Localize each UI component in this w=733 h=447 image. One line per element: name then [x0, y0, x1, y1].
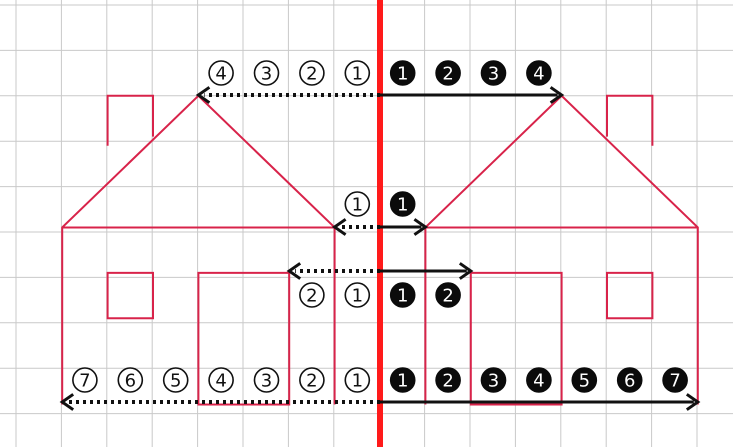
step-filled-base-1-digit: 1: [397, 371, 408, 392]
step-filled-roof-peak-1: 1❶: [391, 61, 415, 85]
step-filled-door-edge-1: 1❶: [391, 283, 415, 307]
step-open-base-7: 7⑦: [73, 368, 97, 392]
step-open-base-2: 2②: [300, 368, 324, 392]
step-open-base-6: 6⑥: [118, 368, 142, 392]
step-open-base-2-digit: 2: [306, 371, 317, 392]
step-filled-roof-peak-3-digit: 3: [488, 64, 499, 85]
step-filled-base-1: 1❶: [391, 368, 415, 392]
step-filled-roof-peak-4: 4❹: [527, 61, 551, 85]
step-open-wall-corner-1-digit: 1: [352, 195, 363, 216]
step-filled-base-4: 4❹: [527, 368, 551, 392]
step-filled-roof-peak-2: 2❷: [436, 61, 460, 85]
step-open-roof-peak-1-digit: 1: [352, 64, 363, 85]
step-open-roof-peak-3: 3③: [255, 61, 279, 85]
step-open-roof-peak-4-digit: 4: [215, 64, 226, 85]
step-filled-roof-peak-2-digit: 2: [442, 64, 453, 85]
window: [607, 273, 652, 318]
step-open-base-3-digit: 3: [261, 371, 272, 392]
step-open-base-3: 3③: [255, 368, 279, 392]
step-filled-wall-corner-1-digit: 1: [397, 195, 408, 216]
step-filled-base-6: 6❻: [618, 368, 642, 392]
step-open-base-4-digit: 4: [215, 371, 226, 392]
step-open-wall-corner-1: 1①: [345, 192, 369, 216]
step-filled-base-2: 2❷: [436, 368, 460, 392]
chimney: [607, 96, 652, 146]
chimney: [108, 96, 153, 146]
step-filled-door-edge-1-digit: 1: [397, 286, 408, 307]
step-filled-base-2-digit: 2: [442, 371, 453, 392]
step-open-roof-peak-2: 2②: [300, 61, 324, 85]
step-filled-base-4-digit: 4: [533, 371, 544, 392]
step-filled-base-5-digit: 5: [579, 371, 590, 392]
step-filled-base-6-digit: 6: [624, 371, 635, 392]
step-open-door-edge-2: 2②: [300, 283, 324, 307]
step-open-base-5: 5⑤: [164, 368, 188, 392]
step-filled-wall-corner-1: 1❶: [391, 192, 415, 216]
arrowhead-left: [289, 263, 300, 278]
step-open-door-edge-1-digit: 1: [352, 286, 363, 307]
step-open-roof-peak-3-digit: 3: [261, 64, 272, 85]
step-open-base-6-digit: 6: [125, 371, 136, 392]
house-right: [425, 96, 697, 405]
step-filled-base-3-digit: 3: [488, 371, 499, 392]
step-filled-base-3: 3❸: [482, 368, 506, 392]
step-filled-roof-peak-1-digit: 1: [397, 64, 408, 85]
step-open-base-4: 4④: [209, 368, 233, 392]
step-filled-door-edge-2-digit: 2: [442, 286, 453, 307]
house-left: [62, 96, 334, 405]
arrowhead-left: [198, 87, 209, 102]
step-open-door-edge-1: 1①: [345, 283, 369, 307]
step-filled-roof-peak-4-digit: 4: [533, 64, 544, 85]
step-open-roof-peak-2-digit: 2: [306, 64, 317, 85]
step-open-base-1: 1①: [345, 368, 369, 392]
step-filled-base-7-digit: 7: [669, 371, 680, 392]
window: [108, 273, 153, 318]
step-filled-roof-peak-3: 3❸: [482, 61, 506, 85]
step-filled-door-edge-2: 2❷: [436, 283, 460, 307]
step-filled-base-5: 5❺: [572, 368, 596, 392]
step-open-base-5-digit: 5: [170, 371, 181, 392]
step-open-roof-peak-4: 4④: [209, 61, 233, 85]
step-open-base-7-digit: 7: [79, 371, 90, 392]
step-open-door-edge-2-digit: 2: [306, 286, 317, 307]
step-open-base-1-digit: 1: [352, 371, 363, 392]
step-open-roof-peak-1: 1①: [345, 61, 369, 85]
step-filled-base-7: 7❼: [663, 368, 687, 392]
